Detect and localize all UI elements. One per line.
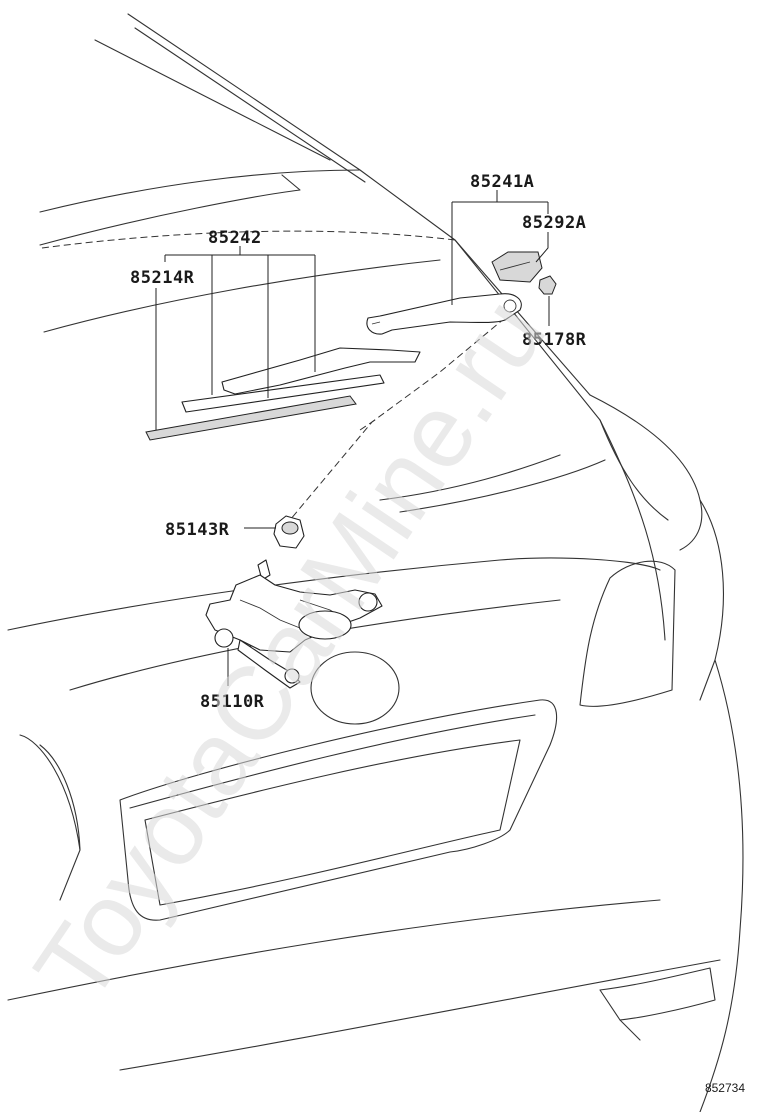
part-label-85242[interactable]: 85242 xyxy=(208,228,262,248)
diagram-reference-number: 852734 xyxy=(705,1081,745,1095)
wiper-motor-part xyxy=(205,559,383,689)
wiper-arm-part xyxy=(366,293,522,335)
part-label-85241a[interactable]: 85241A xyxy=(470,172,534,192)
part-label-85292a[interactable]: 85292A xyxy=(522,213,586,233)
assembly-paths xyxy=(289,317,506,521)
wiper-blade-part xyxy=(145,347,421,441)
wiper-nut-part xyxy=(538,275,557,295)
part-label-85110r[interactable]: 85110R xyxy=(200,692,265,712)
part-label-85214r[interactable]: 85214R xyxy=(130,268,195,288)
part-label-85178r[interactable]: 85178R xyxy=(522,330,587,350)
part-labels: 85241A 85292A 85242 85214R 85178R 85143R… xyxy=(130,172,587,712)
wiper-cap-part xyxy=(491,251,543,283)
car-body-outline xyxy=(7,13,744,1112)
leader-lines xyxy=(155,190,550,686)
part-label-85143r[interactable]: 85143R xyxy=(165,520,230,540)
grommet-part xyxy=(273,515,305,549)
